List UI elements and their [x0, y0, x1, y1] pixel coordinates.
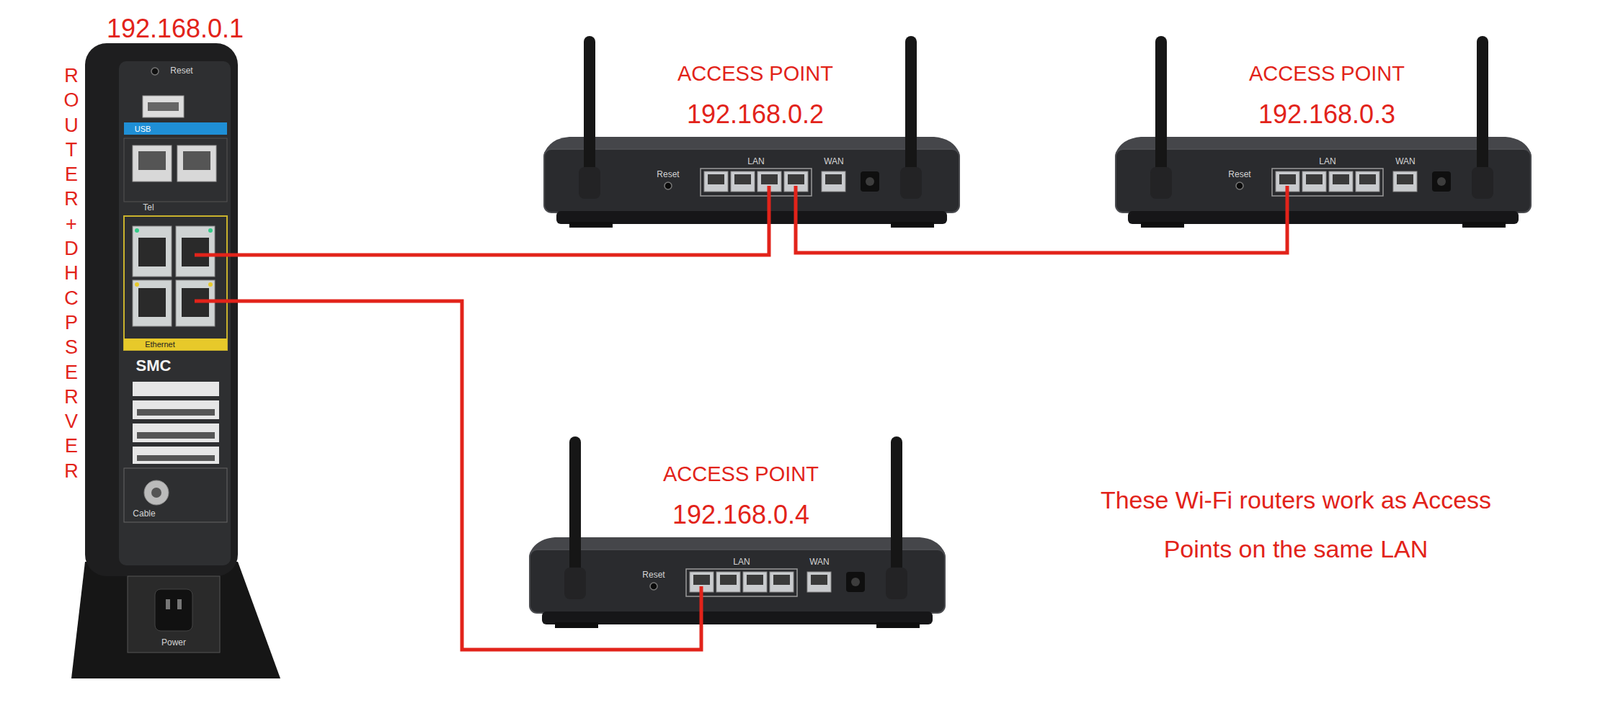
usb-opening [147, 102, 179, 111]
device-marking: Ethernet [144, 340, 176, 350]
port-opening [138, 151, 166, 171]
status-led [134, 282, 140, 287]
device-marking: Cable [132, 509, 155, 520]
router-face [118, 61, 231, 566]
barcode [136, 455, 215, 462]
access-point-node: ACCESS POINT 192.168.0.3 [1115, 57, 1531, 186]
vertical-caption: ROUTER + DHCP SERVER [61, 63, 82, 484]
network-cable [194, 185, 770, 256]
ethernet-port [132, 226, 172, 277]
reset-hole [151, 67, 159, 75]
barcode [136, 409, 215, 416]
sticker [132, 423, 220, 443]
ip-address: 192.168.0.4 [672, 500, 810, 530]
tel-panel [123, 138, 228, 202]
router-stand [71, 562, 281, 679]
sticker [132, 446, 220, 465]
sticker [132, 381, 220, 397]
device-marking: Reset [656, 170, 679, 181]
ethernet-port [175, 226, 215, 277]
tel-port [177, 145, 217, 182]
usb-band [123, 122, 228, 135]
device-marking: Tel [142, 203, 154, 214]
ethernet-port [175, 280, 215, 327]
router-body [85, 43, 238, 577]
coax-connector [144, 480, 169, 506]
ethernet-band [123, 338, 228, 351]
device-title: ACCESS POINT [1249, 61, 1405, 86]
power-panel [127, 576, 220, 653]
port-opening [138, 288, 166, 318]
network-cable [194, 301, 702, 651]
status-led [208, 282, 213, 287]
note-text: These Wi-Fi routers work as Access Point… [1083, 475, 1509, 574]
device-marking: Reset [642, 570, 665, 581]
cable-modem-router [71, 43, 281, 679]
brand-logo: SMC [136, 356, 172, 375]
access-point-node: ACCESS POINT 192.168.0.4 [529, 458, 945, 587]
sticker [132, 400, 220, 420]
barcode [136, 432, 215, 439]
power-pin [165, 599, 171, 610]
power-inlet [154, 589, 193, 632]
device-marking: LAN [747, 157, 764, 168]
device-marking: WAN [1395, 157, 1416, 168]
device-marking: Power [161, 638, 186, 649]
cable-panel [123, 468, 228, 523]
device-marking: USB [134, 124, 152, 135]
ip-address: 192.168.0.1 [106, 13, 244, 44]
coax-center [151, 487, 162, 499]
device-marking: WAN [809, 557, 830, 568]
status-led [208, 228, 213, 233]
device-title: ACCESS POINT [677, 61, 834, 86]
power-pin [177, 599, 182, 610]
ip-address: 192.168.0.2 [686, 99, 824, 130]
access-point-node: ACCESS POINT 192.168.0.2 [544, 57, 960, 186]
device-marking: Reset [170, 66, 193, 77]
ethernet-port [132, 280, 172, 327]
usb-port [142, 95, 184, 118]
wifi-router [1115, 36, 1531, 228]
tel-port [132, 145, 172, 182]
port-opening [181, 237, 210, 267]
wifi-router [529, 436, 945, 629]
device-title: ACCESS POINT [663, 462, 819, 487]
router-node: 192.168.0.1ROUTER + DHCP SERVER [57, 10, 246, 681]
device-marking: WAN [823, 157, 844, 168]
ethernet-panel [123, 216, 228, 351]
wifi-router [544, 36, 960, 228]
device-marking: LAN [1318, 157, 1336, 168]
ip-address: 192.168.0.3 [1258, 99, 1396, 130]
device-marking: LAN [732, 557, 750, 568]
port-opening [138, 237, 166, 267]
port-opening [183, 151, 211, 171]
network-cable [795, 185, 1288, 253]
status-led [134, 228, 140, 233]
device-marking: Reset [1228, 170, 1251, 181]
